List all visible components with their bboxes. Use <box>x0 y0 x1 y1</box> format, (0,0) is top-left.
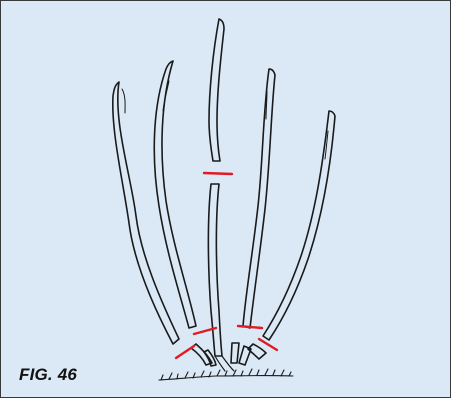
cut-mark-right-upper <box>238 326 262 328</box>
figure-caption: FIG. 46 <box>19 365 77 385</box>
stem-right <box>243 69 275 328</box>
stem-far-right <box>263 111 335 340</box>
stem-center-top <box>209 19 224 161</box>
ground-line <box>159 369 293 380</box>
cut-mark-top <box>204 173 232 174</box>
stem-left <box>154 61 196 328</box>
stem-far-left <box>113 82 179 344</box>
cut-mark-left-lower <box>176 346 194 358</box>
crown-base <box>191 343 266 371</box>
